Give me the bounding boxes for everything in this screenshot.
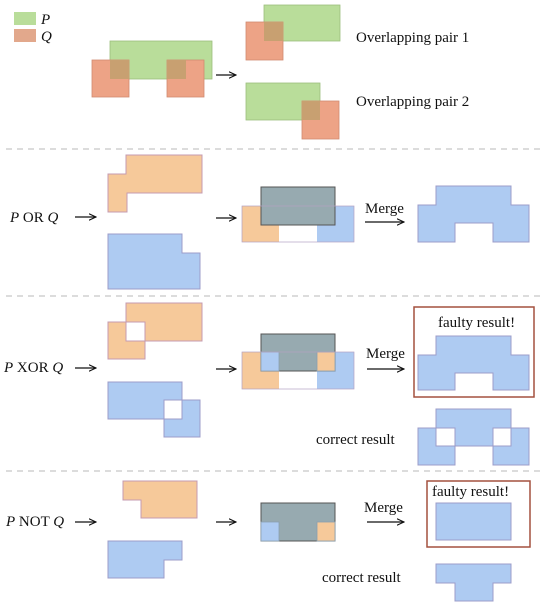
xor-overlay-hole-right [316,351,336,372]
xor-correct-hole-right [492,427,512,447]
not-operation-label: P NOT Q [5,514,64,530]
legend: P Q [14,12,52,45]
xor-operation-label: P XOR Q [3,360,63,376]
xor-p-shape [107,302,203,360]
not-faulty-shape [435,502,512,541]
not-correct-label: correct result [322,570,402,586]
xor-faulty-label: faulty result! [438,315,515,331]
xor-faulty-shape [417,335,530,391]
or-section: P OR Q Merge [9,154,530,290]
xor-correct-label: correct result [316,432,396,448]
or-p-shape [107,154,203,213]
pair2-label: Overlapping pair 2 [356,94,469,110]
xor-q-hole [163,399,183,420]
overlap-left [110,60,129,79]
not-q-shape [107,540,183,579]
or-q-shape [107,233,201,290]
xor-q-shape [107,381,201,438]
not-faulty-label: faulty result! [432,484,509,500]
legend-p-swatch [14,12,36,25]
or-merge-label: Merge [365,201,404,217]
not-merge-label: Merge [364,500,403,516]
xor-correct-hole-left [435,427,456,447]
or-operation-label: P OR Q [9,210,59,226]
legend-q-swatch [14,29,36,42]
xor-correct-shape [417,408,530,466]
or-overlay-outline [241,205,355,243]
not-overlay-orange [316,521,336,542]
xor-overlay-outline [241,351,355,390]
pair1-label: Overlapping pair 1 [356,30,469,46]
pair1-overlap [264,22,283,41]
overlap-section: Overlapping pair 1 Overlapping pair 2 [91,4,469,140]
legend-p-label: P [40,12,50,28]
pair2-overlap [302,101,320,120]
not-section: P NOT Q Merge faulty result! correct res… [5,480,531,602]
overlap-right [167,60,186,79]
xor-merge-label: Merge [366,346,405,362]
not-overlay-blue [260,521,280,542]
xor-overlay-hole-left [260,351,280,372]
not-correct-shape [435,563,512,602]
not-p-shape [122,480,198,519]
xor-section: P XOR Q Merge faulty result! correct res… [3,302,535,466]
legend-q-label: Q [41,29,52,45]
or-merged-shape [417,185,530,243]
xor-p-hole [125,321,146,342]
